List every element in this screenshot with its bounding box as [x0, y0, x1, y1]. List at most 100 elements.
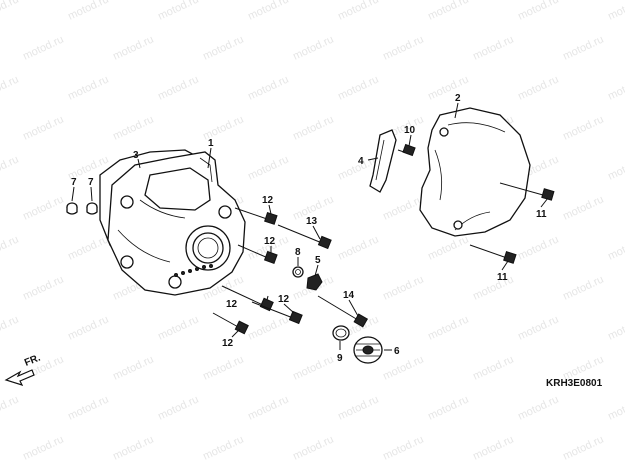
watermark-text: motod.ru [246, 73, 290, 102]
bolt-part-11[interactable] [499, 182, 555, 201]
watermark-text: motod.ru [66, 313, 110, 342]
callout-5: 5 [315, 255, 321, 266]
watermark-text: motod.ru [426, 233, 470, 262]
callout-6: 6 [394, 346, 400, 357]
watermark-text: motod.ru [336, 233, 380, 262]
watermark-text: motod.ru [336, 73, 380, 102]
watermark-text: motod.ru [381, 33, 425, 62]
callout-13: 13 [306, 216, 318, 227]
callout-2: 2 [455, 93, 461, 104]
o-ring-part-8[interactable] [292, 266, 304, 278]
callout-12: 12 [278, 294, 290, 305]
bolt-part-12[interactable] [212, 312, 249, 335]
watermark-text: motod.ru [21, 433, 65, 462]
dowel-pin[interactable] [66, 202, 78, 215]
watermark-text: motod.ru [381, 273, 425, 302]
bracket-part-4[interactable] [369, 129, 397, 193]
watermark-text: motod.ru [111, 353, 155, 382]
watermark-text: motod.ru [0, 313, 21, 342]
watermark-text: motod.ru [0, 233, 21, 262]
watermark-text: motod.ru [201, 353, 245, 382]
cover-part-2[interactable] [419, 107, 531, 237]
watermark-text: motod.ru [66, 73, 110, 102]
watermark-text: motod.ru [606, 73, 625, 102]
watermark-text: motod.ru [561, 33, 605, 62]
watermark-text: motod.ru [21, 33, 65, 62]
watermark-text: motod.ru [381, 193, 425, 222]
callout-7: 7 [88, 177, 94, 188]
cap-part-6[interactable] [353, 336, 383, 364]
watermark-text: motod.ru [66, 0, 110, 23]
bolt-part-10[interactable] [397, 143, 416, 157]
dowel-pin[interactable] [86, 202, 98, 215]
bolt-part-12[interactable] [237, 244, 278, 265]
left-crankcase-cover[interactable] [99, 149, 246, 296]
bolt-part-13[interactable] [277, 224, 332, 250]
watermark-text: motod.ru [561, 433, 605, 462]
watermark-text: motod.ru [471, 273, 515, 302]
front-arrow-icon [4, 369, 35, 386]
watermark-text: motod.ru [246, 153, 290, 182]
watermark-text: motod.ru [426, 73, 470, 102]
watermark-text: motod.ru [606, 393, 625, 422]
watermark-text: motod.ru [111, 33, 155, 62]
callout-14: 14 [343, 290, 355, 301]
watermark-text: motod.ru [606, 233, 625, 262]
callout-7: 7 [71, 177, 77, 188]
callout-11: 11 [536, 209, 547, 220]
callout-12: 12 [262, 195, 274, 206]
watermark-text: motod.ru [291, 433, 335, 462]
o-ring-part-9[interactable] [332, 325, 350, 341]
watermark-text: motod.ru [156, 0, 200, 23]
watermark-text: motod.ru [471, 353, 515, 382]
leader-lines [71, 102, 549, 351]
callout-10: 10 [404, 125, 416, 136]
watermark-text: motod.ru [21, 193, 65, 222]
watermark-text: motod.ru [561, 273, 605, 302]
bolt-part-12[interactable] [234, 207, 278, 225]
callout-11: 11 [497, 272, 508, 283]
watermark-text: motod.ru [426, 393, 470, 422]
bolt-part-12[interactable] [221, 285, 274, 312]
watermark-text: motod.ru [561, 113, 605, 142]
watermark-text: motod.ru [291, 353, 335, 382]
bolt-part-14[interactable] [317, 295, 369, 328]
watermark-text: motod.ru [156, 393, 200, 422]
watermark-text: motod.ru [156, 313, 200, 342]
callout-12: 12 [222, 338, 234, 349]
watermark-text: motod.ru [111, 433, 155, 462]
watermark-text: motod.ru [66, 233, 110, 262]
watermark-text: motod.ru [0, 0, 21, 23]
watermark-text: motod.ru [21, 113, 65, 142]
bolt-part-11[interactable] [469, 244, 517, 264]
watermark-text: motod.ru [111, 113, 155, 142]
plug-part-5[interactable] [306, 273, 323, 291]
callout-12: 12 [226, 299, 238, 310]
watermark-text: motod.ru [246, 0, 290, 23]
watermark-text: motod.ru [471, 33, 515, 62]
watermark-text: motod.ru [336, 393, 380, 422]
callout-1: 1 [208, 138, 214, 149]
watermark-text: motod.ru [516, 0, 560, 23]
watermark-text: motod.ru [381, 433, 425, 462]
watermark-text: motod.ru [606, 313, 625, 342]
watermark-text: motod.ru [426, 313, 470, 342]
diagram-code: KRH3E0801 [546, 378, 603, 389]
watermark-text: motod.ru [66, 393, 110, 422]
watermark-text: motod.ru [291, 33, 335, 62]
callout-8: 8 [295, 247, 301, 258]
watermark-text: motod.ru [606, 0, 625, 23]
watermark-text: motod.ru [606, 153, 625, 182]
bolt-part-12[interactable] [251, 301, 303, 325]
watermark-text: motod.ru [561, 193, 605, 222]
watermark-text: motod.ru [381, 353, 425, 382]
watermark-text: motod.ru [0, 153, 21, 182]
callout-9: 9 [337, 353, 343, 364]
watermark-text: motod.ru [246, 393, 290, 422]
watermark-text: motod.ru [246, 313, 290, 342]
callout-12: 12 [264, 236, 276, 247]
watermark-text: motod.ru [471, 433, 515, 462]
watermark-text: motod.ru [0, 73, 21, 102]
callout-3: 3 [133, 150, 139, 161]
